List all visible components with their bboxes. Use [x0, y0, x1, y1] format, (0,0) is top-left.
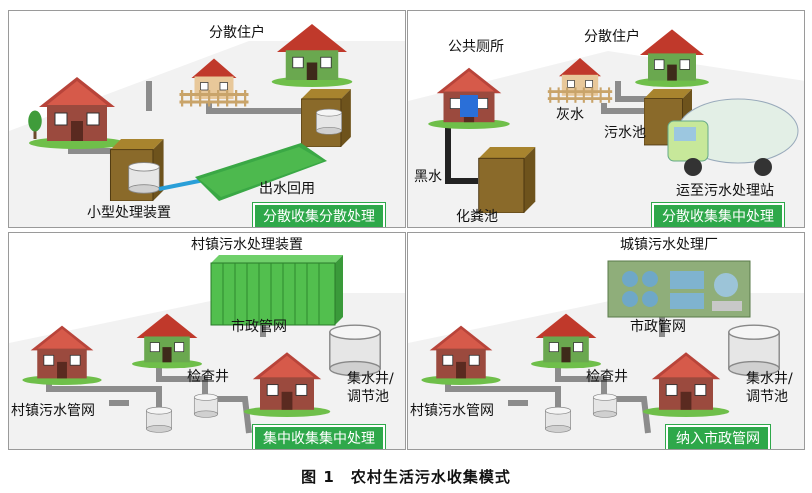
label-inspection-well: 检查井: [187, 369, 229, 385]
badge-mode-3: 集中收集集中处理: [252, 424, 386, 449]
label-effluent-reuse: 出水回用: [259, 181, 315, 197]
panel-2-illustration: [408, 28, 804, 227]
panel-1-illustration: [9, 23, 405, 227]
panel-decentralized-centralized: 公共厕所 分散住户 灰水 污水池 黑水 化粪池 运至污水处理站 分散收集集中处理: [407, 10, 805, 228]
treatment-device-icon: [128, 162, 160, 194]
figure-caption: 图 1 农村生活污水收集模式: [301, 468, 511, 486]
inspection-well-icon: [592, 393, 618, 418]
label-inspection-well: 检查井: [586, 369, 628, 385]
toilet-sign-icon: [460, 95, 478, 117]
inspection-well-icon: [193, 393, 219, 418]
label-sump-line2: 调节池: [746, 389, 788, 405]
right-device-icon: [315, 108, 343, 135]
badge-mode-4: 纳入市政管网: [665, 424, 771, 449]
panel-3-illustration: [9, 255, 405, 449]
sump-tank-icon: [328, 323, 382, 377]
label-sewage-pool: 污水池: [604, 125, 646, 141]
label-small-treatment-device: 小型处理装置: [87, 205, 171, 221]
inspection-well-left-icon: [544, 406, 572, 433]
panel-centralized-centralized: 村镇污水处理装置 市政管网 检查井 集水井/ 调节池 村镇污水管网 集中收集集中…: [8, 232, 406, 450]
septic-tank-icon: [478, 147, 536, 213]
label-municipal-network: 市政管网: [630, 319, 686, 335]
label-sump-line1: 集水井/: [347, 371, 394, 387]
label-scattered-households: 分散住户: [209, 25, 265, 41]
label-village-sewer-network: 村镇污水管网: [11, 403, 95, 419]
label-transport-to-station: 运至污水处理站: [676, 183, 774, 199]
panel-municipal-network: 城镇污水处理厂 市政管网 检查井 集水井/ 调节池 村镇污水管网 纳入市政管网: [407, 232, 805, 450]
badge-mode-2: 分散收集集中处理: [651, 202, 785, 227]
label-greywater: 灰水: [556, 107, 584, 123]
label-public-toilet: 公共厕所: [448, 39, 504, 55]
treatment-plant-aerial-icon: [607, 260, 751, 318]
label-scattered-households: 分散住户: [584, 29, 640, 45]
badge-mode-1: 分散收集分散处理: [252, 202, 386, 227]
label-village-sewer-network: 村镇污水管网: [410, 403, 494, 419]
sump-tank-icon: [727, 323, 781, 377]
panel-decentralized-decentralized: 分散住户 小型处理装置 出水回用 分散收集分散处理: [8, 10, 406, 228]
label-village-treatment-device: 村镇污水处理装置: [191, 237, 303, 253]
label-municipal-network: 市政管网: [231, 319, 287, 335]
label-septic-tank: 化粪池: [456, 209, 498, 225]
label-sump-line2: 调节池: [347, 389, 389, 405]
inspection-well-left-icon: [145, 406, 173, 433]
panel-4-illustration: [408, 260, 804, 449]
tanker-truck-icon: [667, 98, 799, 176]
label-sump-line1: 集水井/: [746, 371, 793, 387]
label-blackwater: 黑水: [414, 169, 442, 185]
label-urban-treatment-plant: 城镇污水处理厂: [620, 237, 718, 253]
container-treatment-device-icon: [210, 255, 343, 326]
